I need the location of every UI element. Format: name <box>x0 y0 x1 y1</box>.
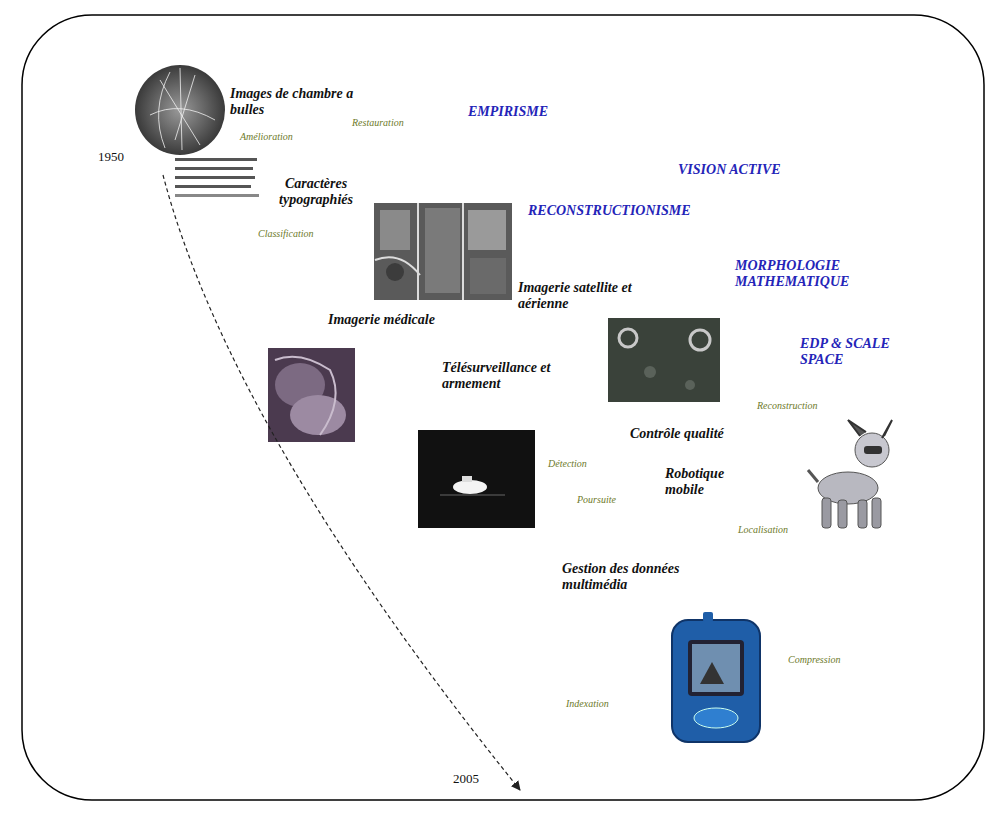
technique-label: Restauration <box>352 117 404 129</box>
heading-label: Imagerie médicale <box>328 312 435 328</box>
heading-label: Images de chambre a bulles <box>230 86 355 118</box>
heading-label: Robotique mobile <box>665 466 753 498</box>
rounded-frame <box>22 15 984 800</box>
heading-label: Contrôle qualité <box>630 426 724 442</box>
paradigm-label: EDP & SCALE SPACE <box>800 336 920 368</box>
technique-label: Poursuite <box>577 494 616 506</box>
satellite-image <box>608 318 720 402</box>
technique-label: Localisation <box>738 524 788 536</box>
heading-label: Télésurveillance et armement <box>442 360 577 392</box>
technique-label: Amélioration <box>240 131 293 143</box>
aerial-image <box>374 203 512 300</box>
technique-label: Détection <box>548 458 587 470</box>
heading-label: Caractères typographiés <box>262 176 370 208</box>
phone-image <box>672 612 760 742</box>
technique-label: Compression <box>788 654 840 666</box>
typographic-characters-image <box>175 158 259 197</box>
heading-label: Gestion des données multimédia <box>562 561 727 593</box>
robot-dog-image <box>808 420 892 528</box>
paradigm-label: RECONSTRUCTIONISME <box>528 203 691 219</box>
paradigm-label: MORPHOLOGIE MATHEMATIQUE <box>735 258 900 290</box>
technique-label: Indexation <box>566 698 609 710</box>
technique-label: Classification <box>258 228 314 240</box>
bubble-chamber-image <box>135 65 225 155</box>
technique-label: Reconstruction <box>757 400 818 412</box>
heading-label: Imagerie satellite et aérienne <box>518 280 650 312</box>
medical-image <box>268 348 355 442</box>
timeline-arrow <box>163 175 520 790</box>
night-ship-image <box>418 430 535 528</box>
year-label: 2005 <box>453 772 479 787</box>
paradigm-label: EMPIRISME <box>468 104 548 120</box>
year-label: 1950 <box>98 150 124 165</box>
paradigm-label: VISION ACTIVE <box>678 162 781 178</box>
